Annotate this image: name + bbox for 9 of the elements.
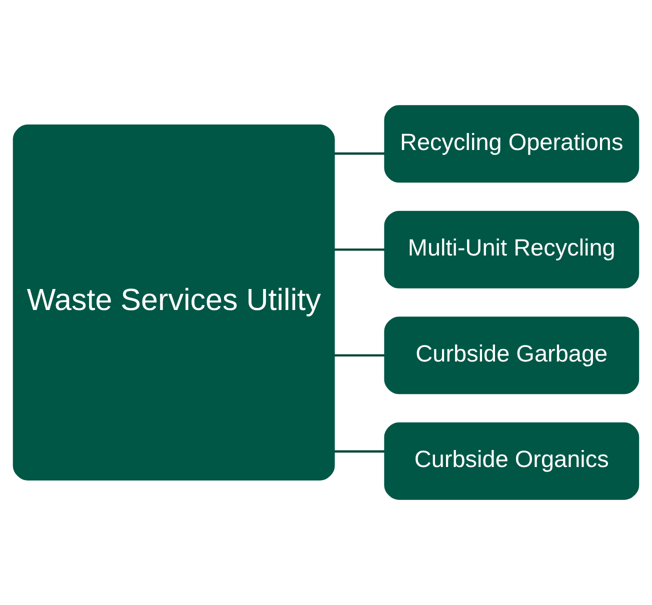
connector [334,248,385,251]
connector [334,152,385,155]
connector [334,450,385,453]
node-box: Curbside Organics [384,422,640,500]
connector [334,354,385,357]
node-box: Waste Services Utility [12,124,335,480]
node-box: Multi-Unit Recycling [384,210,640,288]
node-box: Curbside Garbage [384,316,640,394]
node-box: Recycling Operations [384,105,640,183]
